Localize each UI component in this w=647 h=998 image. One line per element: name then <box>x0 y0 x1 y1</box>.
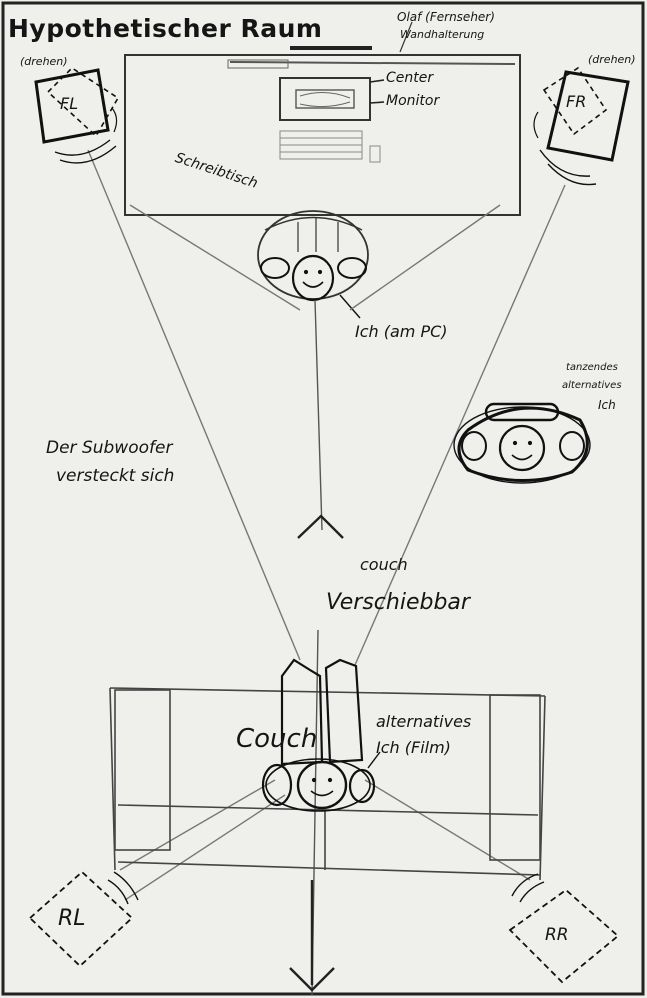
rl-label: RL <box>58 906 86 931</box>
tv-wall-mount <box>290 21 413 53</box>
arrow-up-icon <box>297 514 344 539</box>
wall-mount-label: Wandhalterung <box>400 28 485 41</box>
subwoofer-note-2: versteckt sich <box>56 466 175 486</box>
speaker-front-right <box>533 66 630 186</box>
fr-label: FR <box>566 92 587 111</box>
dancing-label-2: alternatives <box>562 380 622 391</box>
fl-note: (drehen) <box>20 55 68 68</box>
dancing-person <box>453 402 591 484</box>
fr-note: (drehen) <box>588 53 636 66</box>
speaker-rear-right <box>508 873 620 984</box>
arrow-down-icon <box>289 880 335 992</box>
keyboard <box>279 130 381 163</box>
couch-movable-label-2: Verschiebbar <box>326 590 470 615</box>
film-person-label-2: Ich (Film) <box>376 738 451 757</box>
person-at-pc-label: Ich (am PC) <box>355 322 448 341</box>
film-person-legs <box>280 658 364 766</box>
film-person-head <box>261 751 381 812</box>
speaker-rear-left <box>28 870 139 968</box>
monitor-label: Monitor <box>386 93 440 109</box>
couch-movable-label-1: couch <box>360 555 408 574</box>
couch-axis <box>311 299 323 996</box>
page-title: Hypothetischer Raum <box>8 14 323 43</box>
dancing-label-3: Ich <box>598 398 616 412</box>
speaker-front-left <box>34 66 120 164</box>
subwoofer-note-1: Der Subwoofer <box>46 438 173 458</box>
center-label: Center <box>386 70 434 86</box>
person-at-pc-head <box>260 254 367 319</box>
rr-label: RR <box>545 925 569 945</box>
couch-label: Couch <box>236 724 318 754</box>
dancing-label-1: tanzendes <box>566 362 618 373</box>
fl-label: FL <box>60 94 79 113</box>
tv-label: Olaf (Fernseher) <box>397 10 495 24</box>
monitor <box>279 77 385 121</box>
speaker-lines <box>87 149 566 901</box>
desk <box>124 54 521 216</box>
film-person-label-1: alternatives <box>376 712 472 731</box>
